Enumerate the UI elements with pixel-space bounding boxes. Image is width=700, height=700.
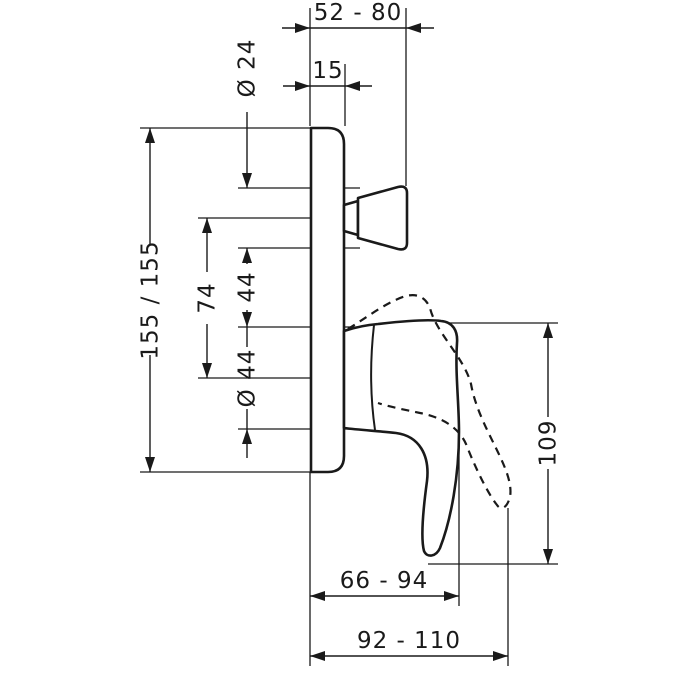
dimension-label-knob-diameter: Ø 24	[235, 39, 261, 98]
dimension-lever-reach-closed: 66 - 94	[310, 568, 459, 601]
dimension-lever-length: 109	[536, 323, 562, 564]
dimension-label-top-depth: 52 - 80	[314, 0, 402, 26]
diverter-knob-neck	[342, 199, 360, 237]
dimension-hub-offset: 44	[235, 248, 261, 327]
dimension-label-lever-reach-closed: 66 - 94	[340, 568, 428, 594]
dimension-label-lever-length: 109	[536, 420, 562, 467]
dimension-label-hub-diameter: Ø 44	[235, 349, 261, 408]
dimension-label-center-distance: 74	[195, 282, 221, 313]
dimension-label-lever-reach-open: 92 - 110	[357, 628, 461, 654]
dimension-plate-thickness: 15	[283, 58, 372, 91]
diverter-knob	[356, 185, 409, 251]
dimension-top-depth: 52 - 80	[282, 0, 434, 33]
dimension-lever-reach-open: 92 - 110	[310, 628, 508, 661]
lever-handle-open-dashed	[347, 294, 512, 510]
dimension-label-hub-offset: 44	[235, 271, 261, 302]
dimension-label-plate-size: 155 / 155	[138, 240, 164, 359]
lever-handle	[342, 318, 461, 557]
dimension-hub-diameter: Ø 44	[235, 327, 261, 458]
escutcheon-plate	[309, 126, 346, 474]
dimension-plate-size: 155 / 155	[138, 128, 164, 472]
dimension-label-plate-thickness: 15	[312, 58, 343, 84]
dimension-center-distance: 74	[195, 218, 221, 378]
dimension-knob-diameter: Ø 24	[235, 39, 261, 263]
lever-sleeve-edge	[370, 324, 376, 431]
fixture	[309, 126, 512, 557]
